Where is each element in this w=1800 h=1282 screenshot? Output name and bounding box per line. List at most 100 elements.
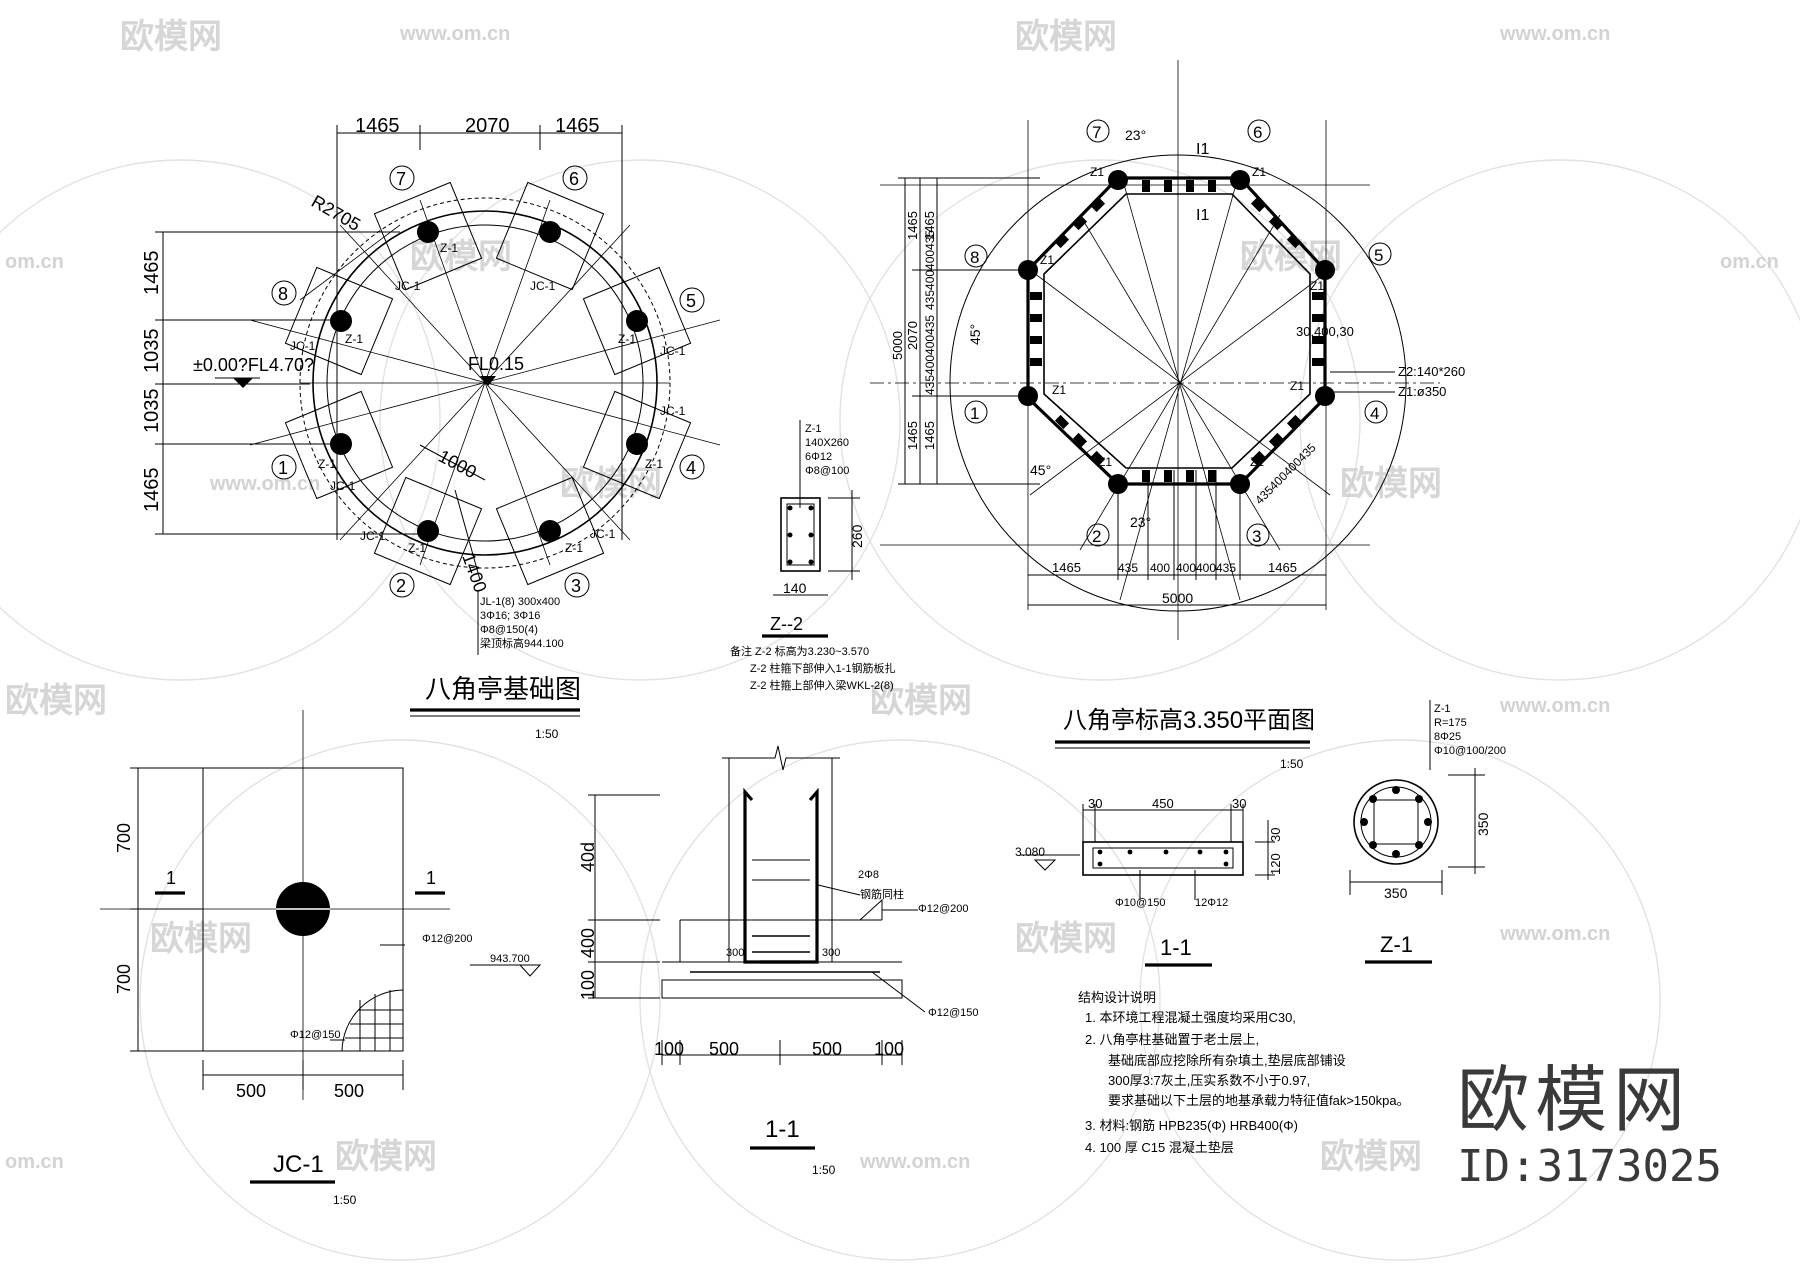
svg-text:Φ12@200: Φ12@200 (422, 933, 473, 945)
svg-text:1: 1 (278, 458, 288, 478)
svg-text:om.cn: om.cn (5, 251, 64, 273)
svg-text:45°: 45° (967, 324, 983, 345)
svg-text:3Φ16; 3Φ16: 3Φ16; 3Φ16 (480, 610, 540, 622)
svg-text:Z1: Z1 (1040, 253, 1054, 267)
svg-text:300厚3:7灰土,压实系数不小于0.97,: 300厚3:7灰土,压实系数不小于0.97, (1108, 1073, 1310, 1088)
svg-text:Z1: Z1 (1090, 165, 1104, 179)
svg-text:Φ10@150: Φ10@150 (1115, 897, 1166, 909)
svg-text:30: 30 (1232, 796, 1246, 811)
svg-text:1:50: 1:50 (1280, 757, 1304, 771)
model-id: ID:3173025 (1457, 1141, 1722, 1192)
svg-text:Z1: Z1 (1098, 455, 1112, 469)
svg-text:1465: 1465 (555, 115, 600, 137)
svg-text:700: 700 (114, 823, 134, 853)
svg-text:FL0.15: FL0.15 (468, 354, 524, 374)
svg-text:www.om.cn: www.om.cn (859, 1151, 970, 1173)
svg-text:om.cn: om.cn (1720, 251, 1779, 273)
svg-text:Z1: Z1 (1310, 279, 1324, 293)
roof-columns (1018, 170, 1335, 494)
svg-text:1000: 1000 (435, 446, 480, 482)
svg-text:www.om.cn: www.om.cn (1499, 23, 1610, 45)
svg-text:欧模网: 欧模网 (560, 465, 662, 503)
svg-text:30,400,30: 30,400,30 (1296, 324, 1354, 339)
svg-text:1465: 1465 (922, 211, 937, 240)
svg-text:钢筋同柱: 钢筋同柱 (860, 887, 904, 901)
svg-text:欧模网: 欧模网 (1015, 920, 1117, 958)
svg-text:www.om.cn: www.om.cn (1499, 695, 1610, 717)
svg-text:Φ12@150: Φ12@150 (928, 1007, 979, 1019)
svg-text:I1: I1 (1196, 141, 1209, 158)
svg-text:5: 5 (686, 291, 696, 311)
brand-watermark: 欧模网 ID:3173025 (1457, 1060, 1722, 1194)
svg-text:2. 八角亭柱基础置于老土层上,: 2. 八角亭柱基础置于老土层上, (1085, 1032, 1259, 1047)
svg-text:Z1: Z1 (1250, 455, 1264, 469)
svg-text:400: 400 (1196, 561, 1216, 575)
svg-text:欧模网: 欧模网 (150, 920, 252, 958)
svg-text:2: 2 (396, 576, 406, 596)
roof-plan: Z1 Z1 Z1 Z1 Z1 Z1 Z1 Z1 7 6 5 4 3 2 1 8 … (870, 60, 1465, 771)
svg-text:5: 5 (1374, 246, 1383, 265)
z1-section: Z-1 R=175 8Φ25 Φ10@100/200 350 350 Z-1 (1349, 700, 1506, 964)
svg-text:140X260: 140X260 (805, 437, 849, 449)
watermark-brand: 欧模网 欧模网 欧模网 欧模网 欧模网 欧模网 欧模网 欧模网 欧模网 欧模网 … (5, 18, 1442, 1176)
svg-text:120: 120 (1268, 853, 1283, 875)
foundation-columns (330, 221, 648, 542)
svg-text:350: 350 (1384, 885, 1408, 901)
svg-text:5000: 5000 (890, 331, 905, 360)
svg-text:1465: 1465 (141, 468, 163, 513)
svg-text:Z-1: Z-1 (318, 457, 336, 471)
jc1-detail: Φ12@200 Φ12@150 1 1 943.700 700 700 500 … (100, 710, 542, 1207)
svg-text:Z1: Z1 (1252, 165, 1266, 179)
svg-text:Z-1: Z-1 (1434, 703, 1451, 715)
svg-text:12Φ12: 12Φ12 (1195, 897, 1228, 909)
svg-text:6: 6 (1253, 123, 1262, 142)
svg-text:1:50: 1:50 (535, 727, 559, 741)
svg-text:Z-1: Z-1 (440, 241, 458, 255)
svg-text:基础底部应挖除所有杂填土,垫层底部铺设: 基础底部应挖除所有杂填土,垫层底部铺设 (1108, 1053, 1346, 1068)
svg-text:JC-1: JC-1 (530, 279, 556, 293)
svg-text:1465: 1465 (1268, 560, 1297, 575)
svg-text:1035: 1035 (141, 329, 163, 374)
svg-text:Z-2 柱箍下部伸入1-1钢筋板扎: Z-2 柱箍下部伸入1-1钢筋板扎 (750, 661, 895, 675)
svg-text:450: 450 (1152, 796, 1174, 811)
svg-text:3: 3 (1252, 527, 1261, 546)
svg-text:30: 30 (1268, 828, 1283, 842)
svg-text:400: 400 (1150, 561, 1170, 575)
svg-text:1. 本环境工程混凝土强度均采用C30,: 1. 本环境工程混凝土强度均采用C30, (1085, 1010, 1296, 1025)
svg-text:4: 4 (686, 458, 696, 478)
svg-text:140: 140 (783, 580, 807, 596)
z2-section: Z-1 140X260 6Φ12 Φ8@100 260 140 Z--2 备注 … (730, 420, 895, 692)
svg-text:Φ8@150(4): Φ8@150(4) (480, 624, 538, 636)
svg-text:Z1: Z1 (1052, 383, 1066, 397)
svg-text:435: 435 (1216, 561, 1236, 575)
svg-text:Z-2 柱箍上部伸入梁WKL-2(8): Z-2 柱箍上部伸入梁WKL-2(8) (750, 678, 894, 692)
svg-text:1400: 1400 (458, 551, 490, 595)
svg-text:8: 8 (278, 284, 288, 304)
section-11-large: 钢筋同柱 2Φ8 Φ12@200 Φ12@150 300 300 40d 400… (578, 745, 979, 1177)
svg-text:八角亭基础图: 八角亭基础图 (425, 674, 581, 704)
svg-text:1: 1 (166, 868, 176, 888)
svg-text:1-1: 1-1 (765, 1116, 800, 1143)
svg-text:7: 7 (1092, 123, 1101, 142)
svg-text:±0.00?FL4.70?: ±0.00?FL4.70? (193, 355, 314, 375)
svg-text:7: 7 (396, 169, 406, 189)
svg-text:4. 100 厚 C15 混凝土垫层: 4. 100 厚 C15 混凝土垫层 (1085, 1140, 1234, 1155)
svg-text:500: 500 (334, 1081, 364, 1101)
svg-text:欧模网: 欧模网 (5, 682, 107, 720)
svg-text:300: 300 (726, 947, 744, 959)
svg-text:1465: 1465 (905, 421, 920, 450)
svg-text:Φ10@100/200: Φ10@100/200 (1434, 745, 1506, 757)
svg-text:Z1: Z1 (1290, 379, 1304, 393)
svg-text:JC-1: JC-1 (660, 404, 686, 418)
svg-text:30: 30 (1088, 796, 1102, 811)
svg-text:I1: I1 (1196, 207, 1209, 224)
svg-text:1465: 1465 (922, 421, 937, 450)
svg-text:700: 700 (114, 964, 134, 994)
svg-text:8: 8 (970, 248, 979, 267)
svg-text:2Φ8: 2Φ8 (858, 869, 879, 881)
svg-text:435: 435 (1118, 561, 1138, 575)
svg-text:435400400435: 435400400435 (923, 230, 937, 310)
svg-text:JC-1: JC-1 (360, 529, 386, 543)
svg-text:Z1:ø350: Z1:ø350 (1398, 384, 1446, 399)
svg-text:www.om.cn: www.om.cn (1499, 923, 1610, 945)
